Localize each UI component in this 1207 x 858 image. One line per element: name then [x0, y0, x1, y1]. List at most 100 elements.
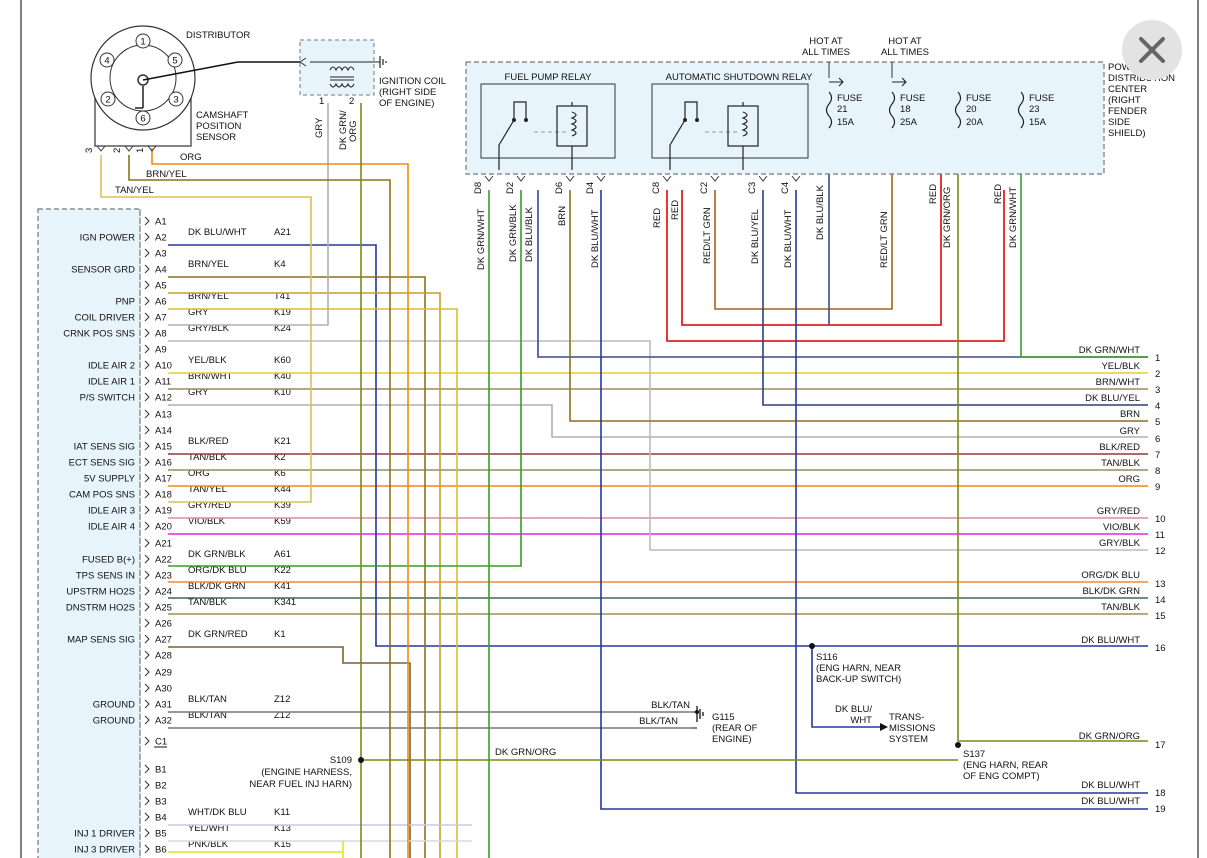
- pin-chevron: [144, 264, 150, 274]
- pin-label: A17: [155, 474, 172, 485]
- splice-dot: [358, 757, 364, 763]
- wire-ign-power: [168, 244, 1148, 647]
- pcm-function-label: IDLE AIR 1: [88, 377, 135, 388]
- relay-contact: [683, 118, 687, 122]
- output-number: 12: [1155, 546, 1166, 557]
- wire-color-label: DK GRN/WHT: [476, 209, 487, 270]
- pin-chevron: [565, 175, 575, 182]
- close-button[interactable]: [1122, 20, 1182, 80]
- pin-label: A21: [155, 539, 172, 550]
- pin-chevron: [144, 248, 150, 258]
- wire-color-label: TAN/BLK: [188, 452, 228, 463]
- wire-color-label: RED: [993, 184, 1004, 204]
- cam-sensor-label: POSITION: [196, 121, 242, 132]
- pin-label: 3: [84, 148, 95, 153]
- output-wire-label: BLK/RED: [1099, 442, 1140, 453]
- pin-label: A1: [155, 217, 167, 228]
- fuse-label: 18: [900, 104, 911, 115]
- cylinder-number: 2: [105, 95, 110, 106]
- wire-red-2: [681, 75, 942, 326]
- pin-chevron: [144, 409, 150, 419]
- wire-color-label: BLK/DK GRN: [188, 581, 246, 592]
- pdc-label: POWER: [1108, 62, 1144, 73]
- wire-color-label: BLK/TAN: [651, 700, 690, 711]
- output-number: 1: [1155, 353, 1160, 364]
- output-wire-label: TAN/BLK: [1101, 458, 1141, 469]
- pin-chevron: [144, 602, 150, 612]
- circuit-id-label: K11: [274, 807, 290, 818]
- wire-cam-pos: [100, 155, 312, 503]
- fuse-label: FUSE: [837, 93, 862, 104]
- fuse-label: 15A: [837, 117, 855, 128]
- wire-color-label: DK GRN/: [338, 110, 349, 150]
- circuit-id-label: K341: [274, 597, 296, 608]
- pin-label: A29: [155, 668, 172, 679]
- pcm-function-label: SENSOR GRD: [71, 265, 135, 276]
- coil-arrow-icon: [299, 57, 307, 67]
- pin-label: 1: [135, 148, 146, 153]
- cam-sensor-label: SENSOR: [196, 132, 236, 143]
- pin-chevron: [144, 473, 150, 483]
- wire-color-label: GRY: [188, 387, 209, 398]
- wire-color-label: DK GRN/BLK: [188, 549, 246, 560]
- wire-fuse20: [957, 75, 1148, 742]
- wire-color-label: DK GRN/ORG: [942, 187, 953, 248]
- pin-label: B4: [155, 813, 167, 824]
- wire-color-label: GRY/RED: [188, 500, 231, 511]
- circuit-id-label: A21: [274, 227, 291, 238]
- pcm-connector-box: [37, 208, 141, 858]
- circuit-id-label: K15: [274, 839, 291, 850]
- pin-label: D6: [554, 182, 565, 194]
- circuit-id-label: K22: [274, 565, 291, 576]
- pcm-function-label: CAM POS SNS: [69, 490, 135, 501]
- cylinder-number: 4: [104, 56, 109, 67]
- wire-trans: [811, 646, 880, 728]
- circuit-id-label: K1: [274, 629, 286, 640]
- circuit-id-label: K4: [274, 259, 286, 270]
- pin-chevron: [144, 844, 150, 854]
- asd-relay: [651, 83, 809, 159]
- pin-label: A16: [155, 458, 172, 469]
- pin-chevron: [144, 683, 150, 693]
- wire-color-label: DK BLU/BLK: [524, 206, 535, 262]
- hot-label: ALL TIMES: [881, 47, 929, 58]
- pin-chevron: [144, 764, 150, 774]
- fuse-label: 23: [1029, 104, 1040, 115]
- pin-chevron: [124, 145, 134, 152]
- pin-chevron: [662, 175, 672, 182]
- pin-label: A28: [155, 651, 172, 662]
- wire-color-label: ORG: [348, 120, 359, 142]
- pin-chevron: [144, 715, 150, 725]
- pin-chevron: [144, 828, 150, 838]
- pin-chevron: [96, 145, 106, 152]
- pdc-label: CENTER: [1108, 84, 1147, 95]
- pcm-function-label: ECT SENS SIG: [69, 458, 135, 469]
- pin-label: C2: [699, 182, 710, 194]
- pcm-function-label: IDLE AIR 4: [88, 522, 135, 533]
- pin-chevron: [144, 360, 150, 370]
- splice-label: NEAR FUEL INJ HARN): [249, 779, 352, 790]
- output-wire-label: ORG: [1118, 474, 1140, 485]
- terminal-circle: [167, 52, 183, 68]
- wire-color-label: DK GRN/WHT: [1008, 187, 1019, 248]
- pin-chevron: [144, 812, 150, 822]
- output-wire-label: GRY/BLK: [1099, 538, 1141, 549]
- ground-label: G115: [712, 712, 735, 723]
- rotor-arm: [142, 61, 239, 81]
- circuit-id-label: K19: [274, 307, 291, 318]
- pin-label: A6: [155, 297, 167, 308]
- wire-sensor-grd: [168, 276, 426, 858]
- pin-label: D4: [585, 182, 596, 194]
- relay-title: AUTOMATIC SHUTDOWN RELAY: [666, 72, 813, 83]
- wire-color-label: GRY/BLK: [188, 323, 230, 334]
- terminal-circle: [168, 91, 184, 107]
- pin-chevron: [144, 586, 150, 596]
- output-wire-label: YEL/BLK: [1101, 361, 1140, 372]
- fuel-pump-relay: [480, 83, 616, 159]
- pin-chevron: [144, 216, 150, 226]
- pin-label: A23: [155, 571, 172, 582]
- fuse-symbol: [954, 91, 962, 129]
- output-number: 7: [1155, 450, 1160, 461]
- coil-primary: [329, 66, 355, 72]
- terminal-circle: [135, 33, 151, 49]
